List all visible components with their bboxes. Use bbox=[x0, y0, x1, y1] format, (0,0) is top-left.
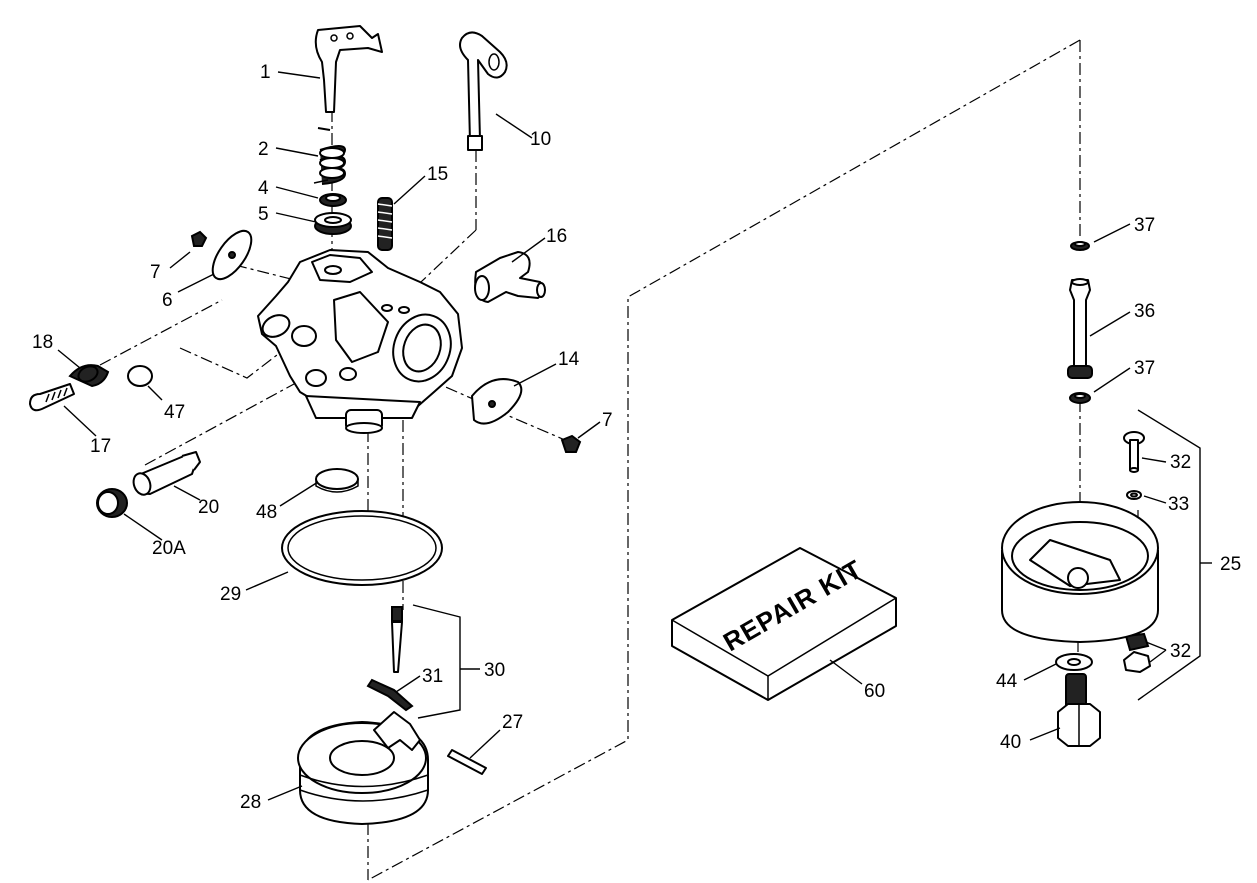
label-6: 6 bbox=[162, 290, 173, 311]
label-15: 15 bbox=[427, 164, 448, 185]
throttle-lever-part bbox=[314, 25, 383, 113]
idle-spring-part bbox=[377, 197, 393, 251]
label-17: 17 bbox=[90, 436, 111, 457]
label-14: 14 bbox=[558, 349, 580, 370]
leader-lines bbox=[57, 71, 1167, 801]
label-33: 33 bbox=[1168, 494, 1189, 515]
repair-kit-part: REPAIR KIT bbox=[671, 547, 897, 701]
main-jet-parts bbox=[96, 451, 201, 518]
label-5: 5 bbox=[258, 204, 269, 225]
label-32-bottom: 32 bbox=[1170, 641, 1191, 662]
float-bowl-part bbox=[1001, 501, 1159, 643]
idle-screw-parts bbox=[29, 364, 110, 412]
carburetor-body bbox=[257, 249, 463, 434]
inlet-needle-parts bbox=[366, 606, 414, 712]
label-25: 25 bbox=[1220, 554, 1241, 575]
bowl-gasket-part bbox=[281, 510, 443, 586]
bowl-nozzle-parts bbox=[1067, 241, 1093, 404]
label-29: 29 bbox=[220, 584, 241, 605]
label-20a: 20A bbox=[152, 538, 186, 559]
float-part bbox=[297, 711, 429, 825]
label-37-top: 37 bbox=[1134, 215, 1155, 236]
label-1: 1 bbox=[260, 62, 271, 83]
bowl-screw-parts bbox=[1123, 431, 1151, 673]
float-pin-part bbox=[447, 749, 487, 775]
label-4: 4 bbox=[258, 178, 269, 199]
label-18: 18 bbox=[32, 332, 53, 353]
boundary-lines bbox=[99, 39, 1139, 881]
choke-plate-part bbox=[190, 229, 253, 281]
label-10: 10 bbox=[530, 129, 551, 150]
label-44: 44 bbox=[996, 671, 1018, 692]
label-7-throttle-screw: 7 bbox=[602, 410, 613, 431]
group-brackets bbox=[412, 409, 1212, 719]
label-7-choke-screw: 7 bbox=[150, 262, 161, 283]
label-31: 31 bbox=[422, 666, 443, 687]
label-27: 27 bbox=[502, 712, 523, 733]
label-16: 16 bbox=[546, 226, 567, 247]
label-37-bottom: 37 bbox=[1134, 358, 1155, 379]
throttle-plate-part bbox=[471, 378, 582, 453]
gasket-48-part bbox=[315, 468, 359, 493]
choke-shaft-part bbox=[459, 31, 508, 151]
label-20: 20 bbox=[198, 497, 219, 518]
label-40: 40 bbox=[1000, 732, 1021, 753]
label-30: 30 bbox=[484, 660, 505, 681]
drain-bolt-parts bbox=[1055, 653, 1101, 747]
label-60: 60 bbox=[864, 681, 885, 702]
label-28: 28 bbox=[240, 792, 261, 813]
washer-parts bbox=[314, 193, 352, 235]
label-36: 36 bbox=[1134, 301, 1155, 322]
label-48: 48 bbox=[256, 502, 277, 523]
throttle-spring-part bbox=[313, 127, 347, 185]
callout-labels: 1 2 4 5 7 6 10 15 16 14 7 18 17 47 20 20… bbox=[32, 62, 1241, 813]
label-2: 2 bbox=[258, 139, 269, 160]
fuel-inlet-part bbox=[474, 251, 546, 303]
label-32-top: 32 bbox=[1170, 452, 1191, 473]
label-47: 47 bbox=[164, 402, 185, 423]
seal-ring-part bbox=[127, 365, 153, 387]
